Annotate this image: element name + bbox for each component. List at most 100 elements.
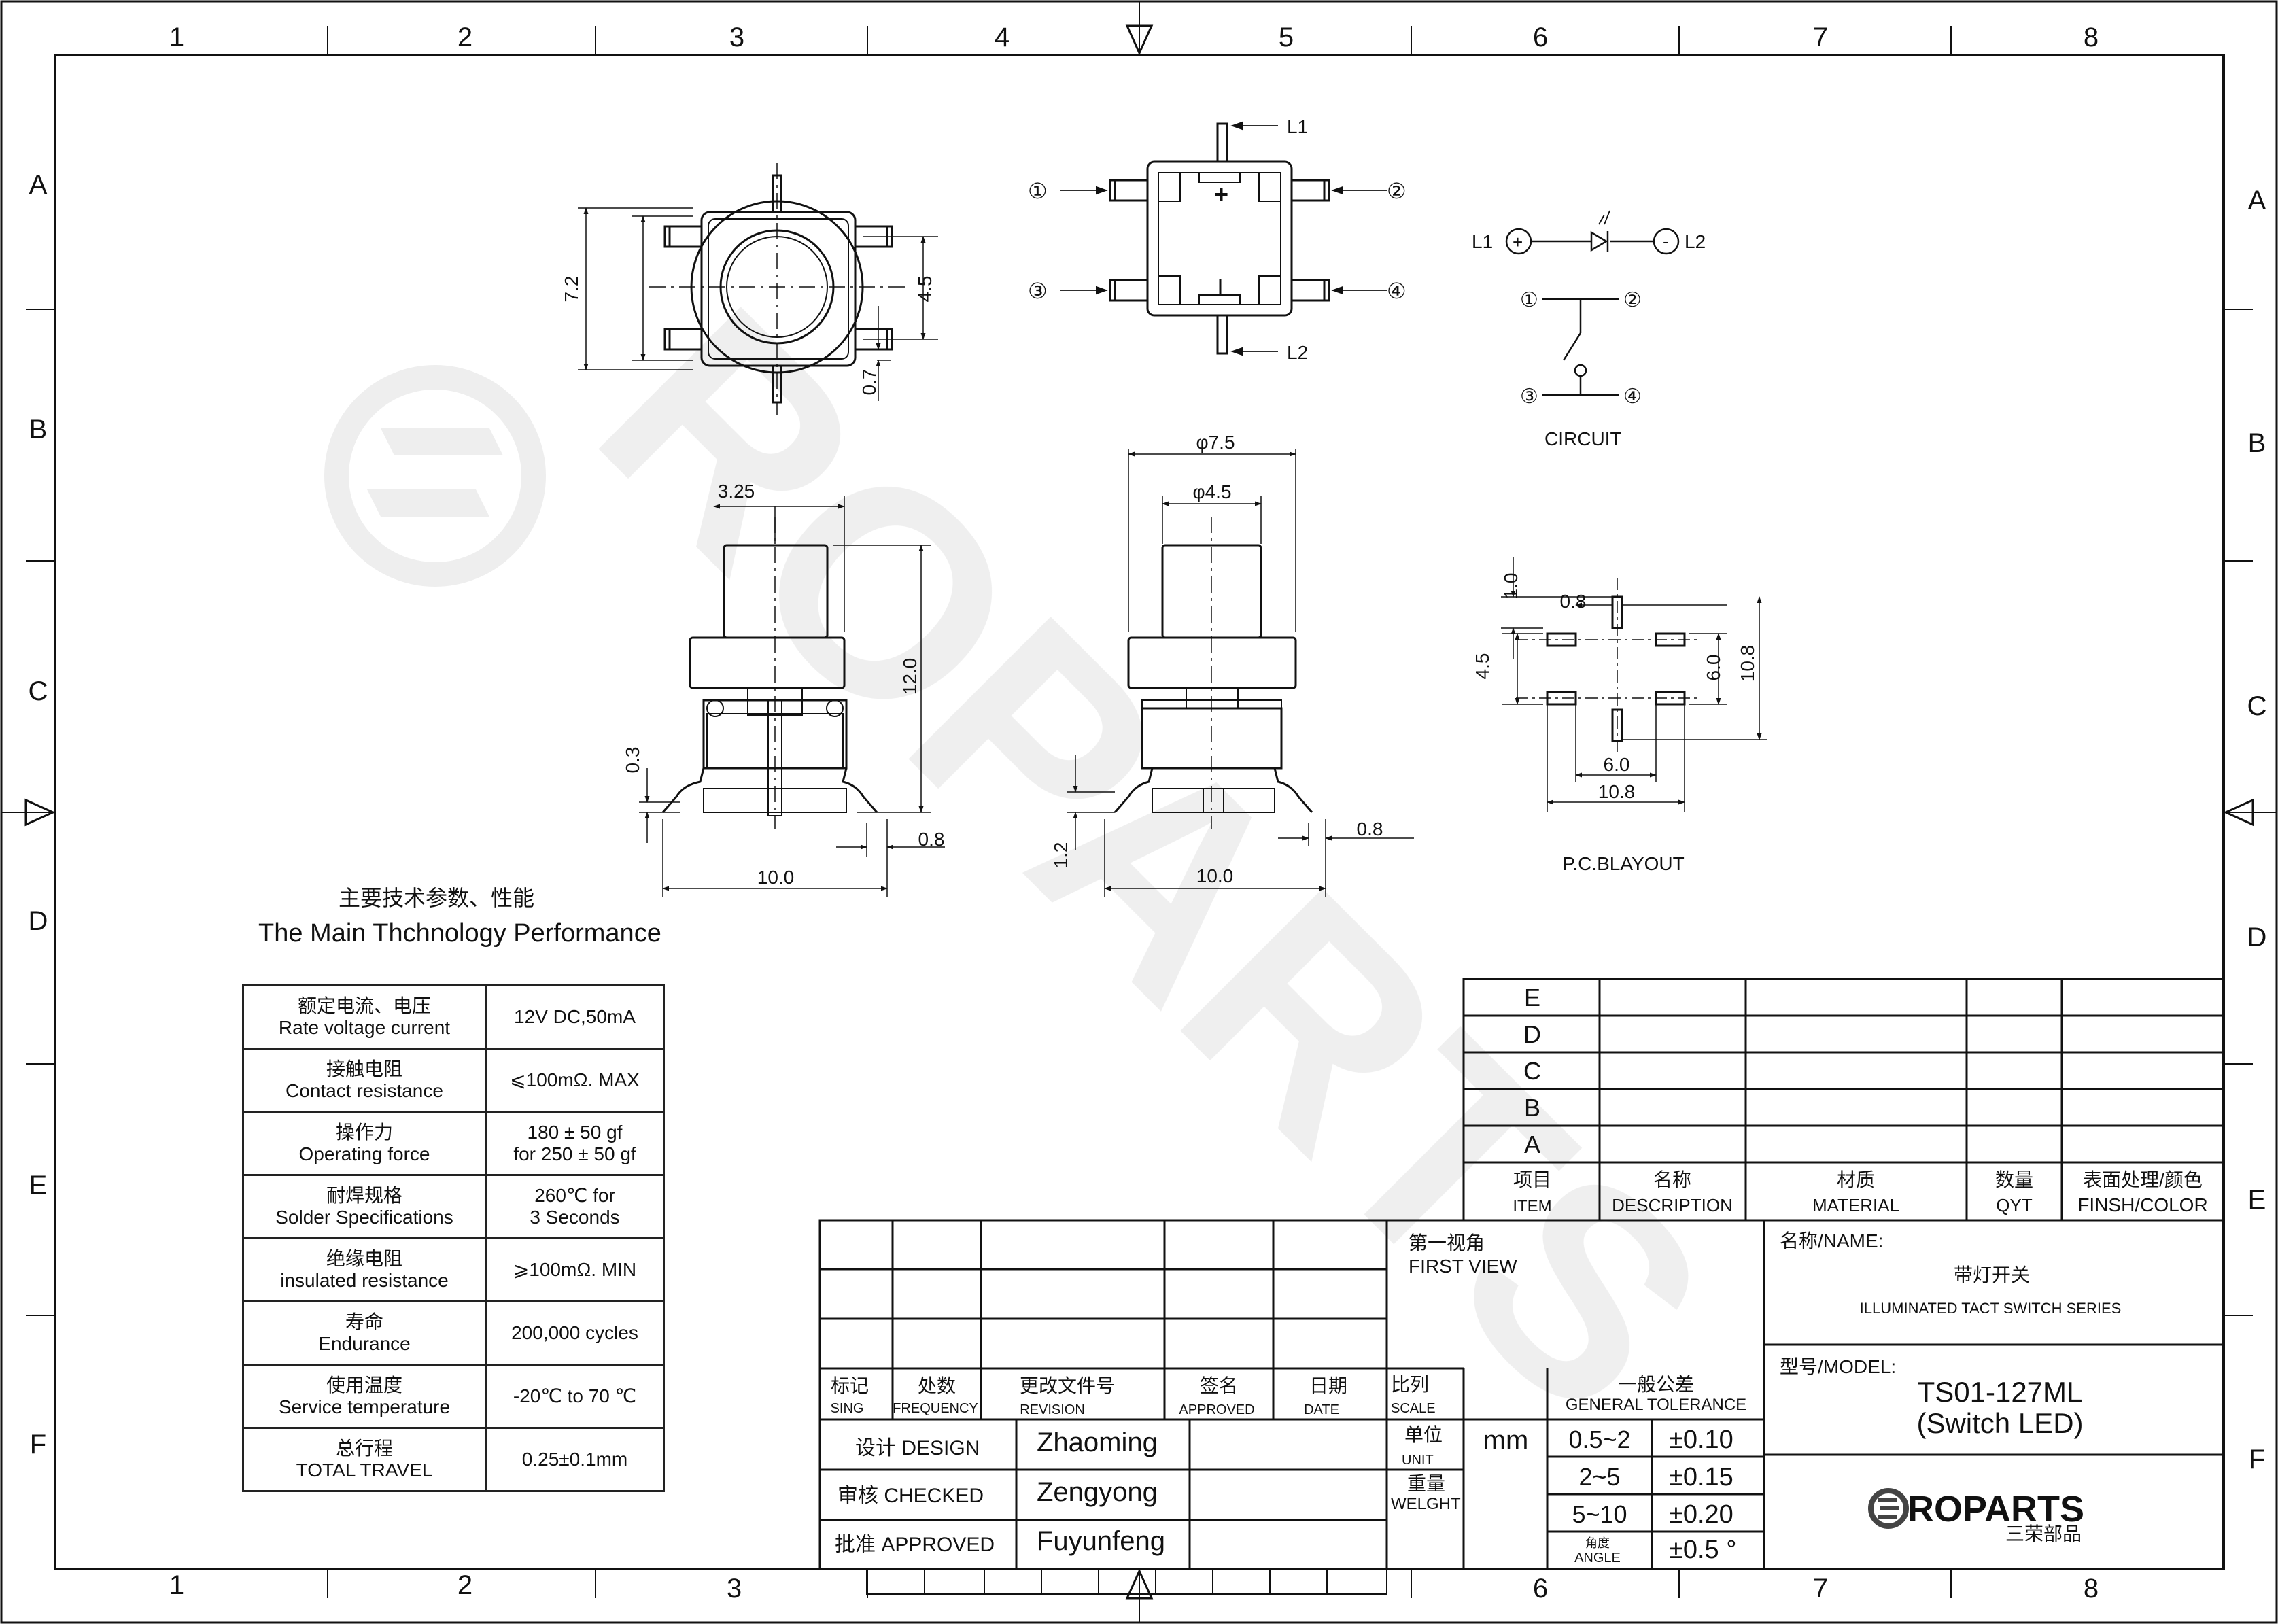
col-label-4: 4: [995, 22, 1009, 52]
angle-cn: 角度: [1585, 1536, 1610, 1550]
top-view: [578, 163, 938, 415]
view-cn: 第一视角: [1409, 1232, 1485, 1254]
dim-10-0-right: 10.0: [1196, 865, 1234, 886]
bom-row-b: B: [1524, 1094, 1540, 1122]
spec-key-en: Solder Specifications: [275, 1207, 453, 1228]
pin-view: [1060, 121, 1387, 356]
spec-key-cn: 操作力: [335, 1122, 393, 1143]
view-en: FIRST VIEW: [1409, 1256, 1517, 1277]
name-label: 名称/NAME:: [1780, 1230, 1883, 1251]
circuit-labels: L1 L2 + - ① ② ③ ④ CIRCUIT: [1472, 231, 1706, 449]
performance-title-cn: 主要技术参数、性能: [339, 886, 535, 910]
logo-text: ROPARTS: [1908, 1489, 2084, 1530]
frame-labels: 1 2 3 4 5 6 7 8 1 2 3 6 7 8 A B C D E F …: [29, 22, 2267, 1604]
row-label-f-right: F: [2249, 1445, 2265, 1474]
circuit-l2: L2: [1685, 231, 1706, 252]
col-label-7-bottom: 7: [1813, 1574, 1828, 1604]
rev-header-sing-cn: 标记: [831, 1375, 869, 1396]
spec-key-cn: 总行程: [335, 1438, 393, 1459]
bom-row-a: A: [1524, 1130, 1540, 1158]
rev-header-rev-en: REVISION: [1020, 1402, 1085, 1417]
tol-value-3: ±0.20: [1669, 1500, 1733, 1529]
pcb-dim-6-0-h: 6.0: [1604, 754, 1630, 775]
circuit-l1: L1: [1472, 231, 1493, 252]
plus-mark: +: [1214, 180, 1228, 208]
pin-label-1: ①: [1028, 179, 1048, 203]
row-label-f: F: [30, 1430, 46, 1459]
circuit-num-4: ④: [1623, 385, 1642, 408]
col-label-6-bottom: 6: [1533, 1574, 1548, 1604]
pcb-layout: [1501, 557, 1767, 812]
circuit-num-3: ③: [1520, 385, 1538, 408]
col-label-2-bottom: 2: [458, 1570, 472, 1600]
tol-value-angle: ±0.5 °: [1669, 1536, 1736, 1564]
bom-table: [1462, 978, 2225, 1222]
circuit-plus: +: [1513, 232, 1523, 252]
rev-header-freq-en: FREQUENCY: [893, 1401, 978, 1416]
bom-row-e: E: [1524, 984, 1540, 1012]
dim-0-7: 0.7: [859, 369, 880, 396]
side-view-right-dimensions: φ7.5 φ4.5 1.2 0.8 10.0: [1050, 432, 1383, 886]
bom-header-material-en: MATERIAL: [1812, 1195, 1899, 1215]
pcb-dim-10-8-v: 10.8: [1737, 645, 1758, 683]
pcb-dim-0-8: 0.8: [1560, 591, 1587, 612]
spec-value: ⩾100mΩ. MIN: [485, 1237, 665, 1302]
rev-header-sing-en: SING: [831, 1401, 864, 1416]
col-label-2: 2: [458, 22, 472, 52]
pcb-dim-10-8-h: 10.8: [1598, 781, 1636, 802]
pin-label-2: ②: [1387, 179, 1407, 203]
bom-row-c: C: [1523, 1057, 1541, 1085]
pcb-title: P.C.BLAYOUT: [1562, 853, 1684, 874]
spec-key-en: Service temperature: [278, 1396, 451, 1417]
pin-label-3: ③: [1028, 279, 1048, 303]
pcb-dimensions: 1.0 0.8 4.5 6.0 10.8 6.0 10.8 P.C.BLAYOU…: [1472, 573, 1758, 874]
dim-0-8-right: 0.8: [1357, 818, 1383, 840]
logo-cn: 三荣部品: [2005, 1523, 2082, 1544]
spec-value: 0.25±0.1mm: [485, 1427, 665, 1492]
bom-header-finish-cn: 表面处理/颜色: [2083, 1169, 2203, 1190]
rev-header-date-en: DATE: [1304, 1402, 1339, 1417]
circuit-diagram: [1505, 210, 1680, 396]
rev-header-freq-cn: 处数: [918, 1375, 956, 1396]
row-label-c: C: [29, 676, 48, 706]
weight-en: WELGHT: [1391, 1495, 1461, 1513]
role-design: 设计 DESIGN: [855, 1437, 980, 1459]
pin-label-l1: L1: [1287, 116, 1308, 137]
spec-key-cn: 耐焊规格: [326, 1185, 402, 1206]
spec-key-en: insulated resistance: [280, 1270, 449, 1291]
circuit-num-2: ②: [1623, 289, 1642, 311]
pcb-dim-1-0: 1.0: [1500, 573, 1521, 600]
title-block-labels: 标记 SING 处数 FREQUENCY 更改文件号 REVISION 签名 A…: [831, 1230, 2122, 1566]
angle-en: ANGLE: [1574, 1551, 1621, 1566]
pin-label-l2: L2: [1287, 342, 1308, 363]
bom-labels: E D C B A 项目 ITEM 名称 DESCRIPTION 材质 MATE…: [1513, 984, 2207, 1215]
side-view-right: [1067, 449, 1414, 897]
dim-10-0-left: 10.0: [757, 867, 795, 888]
dim-3-25: 3.25: [718, 481, 755, 502]
role-approved: 批准 APPROVED: [835, 1534, 995, 1556]
pin-view-labels: + L1 L2 ① ② ③ ④: [1028, 116, 1407, 363]
tol-value-2: ±0.15: [1669, 1463, 1733, 1491]
bom-header-finish-en: FINSH/COLOR: [2077, 1194, 2207, 1215]
model-label: 型号/MODEL:: [1780, 1356, 1896, 1377]
weight-cn: 重量: [1407, 1473, 1445, 1494]
bom-header-qty-en: QYT: [1996, 1195, 2033, 1215]
col-label-7: 7: [1813, 22, 1828, 52]
unit-en: UNIT: [1402, 1453, 1434, 1468]
signer-design: Zhaoming: [1037, 1428, 1158, 1457]
spec-key-cn: 寿命: [345, 1311, 383, 1332]
bom-header-qty-cn: 数量: [1995, 1169, 2033, 1190]
circuit-num-1: ①: [1520, 289, 1538, 311]
spec-key-cn: 额定电流、电压: [297, 995, 431, 1016]
pcb-dim-4-5: 4.5: [1472, 653, 1493, 680]
